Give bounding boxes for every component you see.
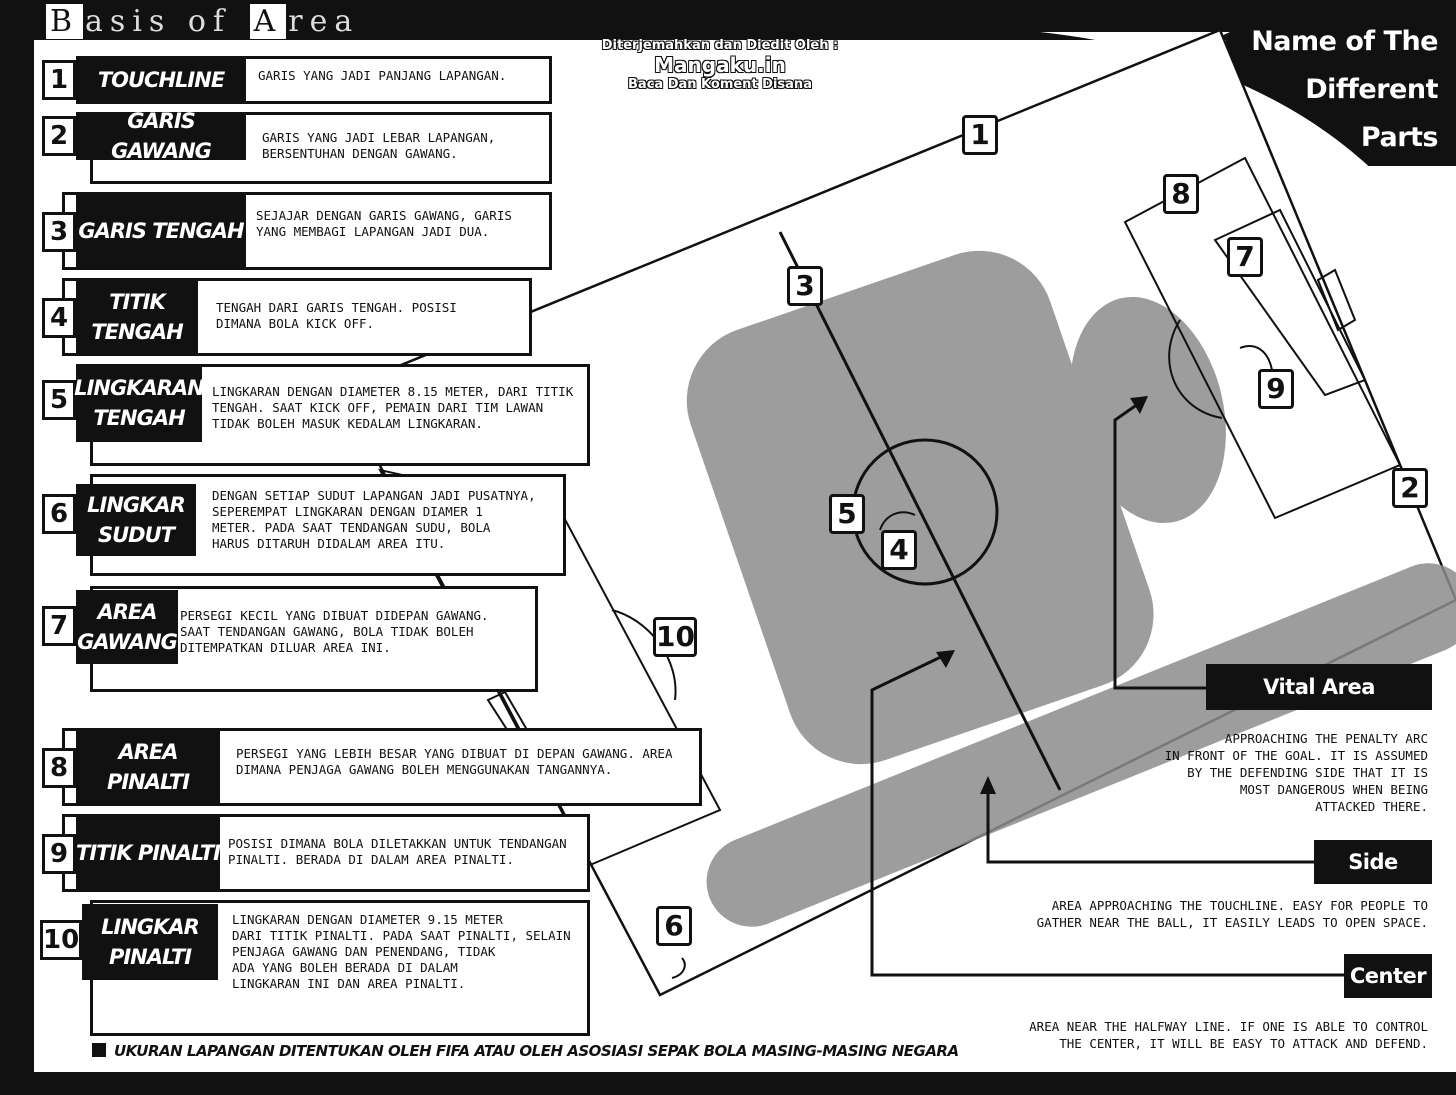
legend-desc-9: POSISI DIMANA BOLA DILETAKKAN UNTUK TEND… [228, 836, 567, 867]
legend-number-9: 9 [42, 834, 76, 874]
title-initial-b: B [44, 2, 86, 40]
legend-number-10: 10 [40, 920, 82, 960]
zones [686, 250, 1456, 927]
center-leader [870, 653, 1345, 977]
zone-desc-vital-area: APPROACHING THE PENALTY ARC IN FRONT OF … [1164, 731, 1428, 814]
side-arrowhead [980, 776, 996, 794]
corner-arc-arrow [671, 957, 686, 979]
legend-number-4: 4 [42, 298, 76, 338]
legend-label-1: TOUCHLINE [76, 56, 246, 104]
legend-number-7: 7 [42, 606, 76, 646]
footnote: UKURAN LAPANGAN DITENTUKAN OLEH FIFA ATA… [92, 1042, 959, 1060]
legend-number-5: 5 [42, 380, 76, 420]
legend-desc-5: LINGKARAN DENGAN DIAMETER 8.15 METER, DA… [212, 384, 574, 431]
legend-number-3: 3 [42, 212, 76, 252]
footnote-bullet [92, 1043, 106, 1057]
credit-line-2: Mangaku.in [654, 53, 786, 77]
title-part-1: asis of [85, 4, 248, 39]
credit-line-1: Diterjemahkan dan Diedit Oleh : [601, 38, 839, 53]
legend-number-1: 1 [42, 60, 76, 100]
legend-label-8: AREA PINALTI [76, 728, 220, 806]
center-arrowhead [936, 650, 955, 668]
legend-desc-6: DENGAN SETIAP SUDUT LAPANGAN JADI PUSATN… [212, 488, 536, 551]
center-zone [686, 250, 1154, 765]
right-goal [1316, 268, 1357, 332]
right-penalty-area [1123, 156, 1402, 520]
zone-leaders [870, 402, 1345, 977]
legend-number-6: 6 [42, 494, 76, 534]
legend-number-8: 8 [42, 748, 76, 788]
title-initial-a: A [247, 2, 289, 40]
legend-label-4: TITIK TENGAH [76, 278, 198, 356]
kickoff-arrow [879, 511, 916, 531]
zone-label-center: Center [1344, 954, 1432, 998]
vital-zone [1070, 296, 1226, 524]
credit-line-3: Baca Dan Koment Disana [628, 77, 812, 92]
zone-label-side: Side [1314, 840, 1432, 884]
zone-arrowheads [936, 396, 1148, 794]
vital-arrowhead [1130, 396, 1148, 414]
map-number-6: 6 [656, 906, 692, 946]
map-number-10: 10 [653, 617, 697, 657]
corner-title-line-2: Different Parts [1305, 74, 1438, 153]
zone-desc-center: AREA NEAR THE HALFWAY LINE. IF ONE IS AB… [1029, 1019, 1428, 1051]
side-zone [706, 563, 1456, 927]
map-number-8: 8 [1163, 174, 1199, 214]
legend-label-7: AREA GAWANG [76, 590, 178, 664]
title-part-2: rea [288, 4, 360, 39]
right-goal-area [1213, 208, 1367, 397]
zone-label-vital-area: Vital Area [1206, 664, 1432, 710]
side-leader [986, 790, 1315, 864]
legend-label-3: GARIS TENGAH [76, 192, 246, 270]
legend-label-5: LINGKARAN TENGAH [74, 364, 205, 442]
translator-credit: Diterjemahkan dan Diedit Oleh : Mangaku.… [600, 38, 840, 92]
zone-desc-side: AREA APPROACHING THE TOUCHLINE. EASY FOR… [1036, 898, 1428, 930]
map-number-3: 3 [787, 266, 823, 306]
legend-desc-10: LINGKARAN DENGAN DIAMETER 9.15 METER DAR… [232, 912, 571, 991]
halfway-line [778, 231, 1062, 791]
legend-desc-8: PERSEGI YANG LEBIH BESAR YANG DIBUAT DI … [236, 746, 673, 777]
right-penalty-arc [1168, 319, 1223, 419]
footnote-text: UKURAN LAPANGAN DITENTUKAN OLEH FIFA ATA… [114, 1042, 959, 1060]
map-number-4: 4 [881, 530, 917, 570]
map-number-1: 1 [962, 115, 998, 155]
vital-leader [1113, 402, 1210, 690]
legend-desc-4: TENGAH DARI GARIS TENGAH. POSISI DIMANA … [216, 300, 457, 331]
legend-label-6: LINGKAR SUDUT [76, 484, 196, 556]
legend-desc-3: SEJAJAR DENGAN GARIS GAWANG, GARIS YANG … [256, 208, 512, 239]
legend-desc-7: PERSEGI KECIL YANG DIBUAT DIDEPAN GAWANG… [180, 608, 489, 655]
legend-label-9: TITIK PINALTI [76, 814, 221, 892]
legend-label-2: GARIS GAWANG [76, 109, 246, 163]
corner-title-line-1: Name of The [1251, 26, 1438, 57]
penalty-spot-arrow [1239, 345, 1273, 371]
legend-desc-1: GARIS YANG JADI PANJANG LAPANGAN. [258, 68, 507, 83]
map-number-5: 5 [829, 494, 865, 534]
map-number-9: 9 [1258, 369, 1294, 409]
legend-number-2: 2 [42, 116, 76, 156]
legend-desc-2: GARIS YANG JADI LEBAR LAPANGAN, BERSENTU… [262, 130, 496, 161]
map-number-7: 7 [1227, 237, 1263, 277]
map-number-2: 2 [1392, 468, 1428, 508]
legend-label-10: LINGKAR PINALTI [82, 904, 218, 980]
